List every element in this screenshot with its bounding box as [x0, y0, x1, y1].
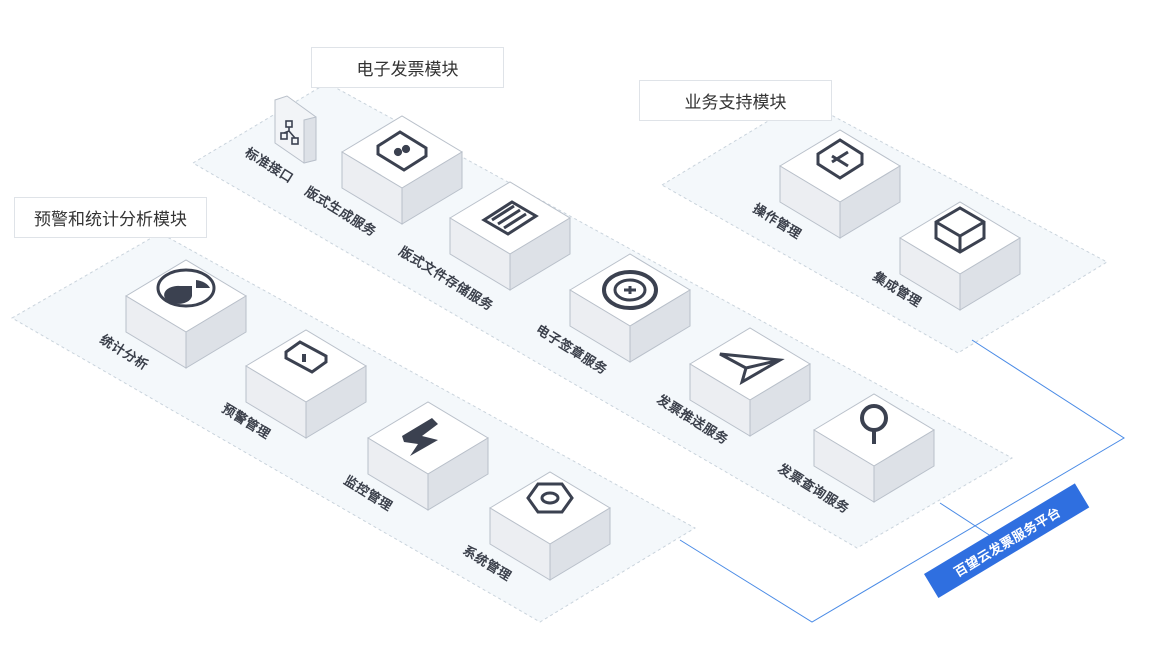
business-module-title: 业务支持模块 [639, 80, 832, 121]
ticket-icon [376, 130, 428, 172]
cube-icon [934, 206, 986, 254]
cube-system [489, 471, 611, 581]
cube-warning [245, 329, 367, 439]
gear-hex-icon [526, 482, 574, 514]
einvoice-module-title: 电子发票模块 [311, 47, 504, 88]
cube-integration [899, 201, 1021, 311]
pie-chart-icon [156, 268, 216, 308]
sitemap-block [274, 95, 317, 164]
cube-operation [779, 129, 901, 239]
cube-monitoring [367, 401, 489, 511]
paper-plane-icon [719, 352, 785, 386]
seal-icon [602, 270, 658, 310]
stats-module-title: 预警和统计分析模块 [14, 197, 207, 238]
cube-invoice-push [689, 327, 811, 437]
lightning-icon [402, 418, 438, 456]
sitemap-icon [280, 120, 299, 145]
server-icon [481, 200, 539, 236]
warning-ticket-icon [284, 340, 328, 374]
cube-statistics [125, 259, 247, 369]
cube-format-generation [341, 115, 463, 225]
cube-e-signature [569, 253, 691, 363]
search-icon [860, 404, 888, 444]
cube-invoice-query [813, 393, 935, 503]
business-plate [661, 99, 1109, 354]
operation-icon [816, 138, 864, 180]
cube-format-storage [449, 181, 571, 291]
